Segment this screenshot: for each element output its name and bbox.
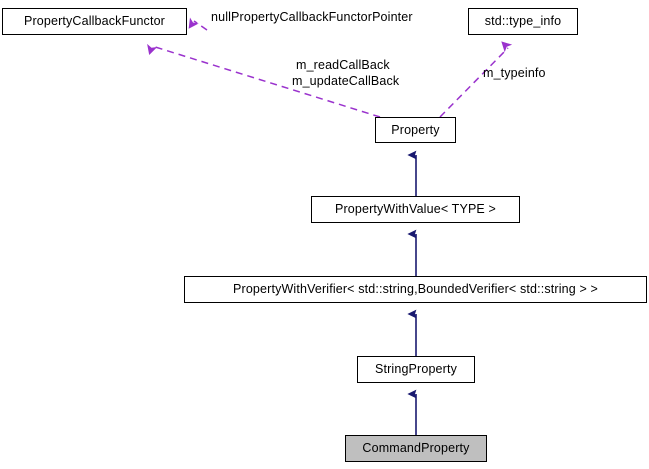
edge-label-null-property-callback-functor-pointer: nullPropertyCallbackFunctorPointer: [211, 10, 413, 24]
class-node-command-property[interactable]: CommandProperty: [345, 435, 487, 462]
edge-label-m-update-callback: m_updateCallBack: [292, 74, 400, 88]
edge-label-m-read-callback: m_readCallBack: [296, 58, 390, 72]
edge-property-to-property-callback-functor: [147, 43, 381, 118]
class-node-property-callback-functor[interactable]: PropertyCallbackFunctor: [2, 8, 187, 35]
edge-property-to-std-type-info: [439, 41, 513, 118]
edge-label-m-typeinfo: m_typeinfo: [483, 66, 546, 80]
class-node-property[interactable]: Property: [375, 117, 456, 143]
class-node-property-with-verifier[interactable]: PropertyWithVerifier< std::string,Bounde…: [184, 276, 647, 303]
class-node-std-type-info[interactable]: std::type_info: [468, 8, 578, 35]
class-node-property-with-value[interactable]: PropertyWithValue< TYPE >: [311, 196, 520, 223]
usage-edges: [147, 17, 513, 118]
edge-null-pointer-to-property-callback-functor: [188, 17, 208, 31]
class-node-string-property[interactable]: StringProperty: [357, 356, 475, 383]
